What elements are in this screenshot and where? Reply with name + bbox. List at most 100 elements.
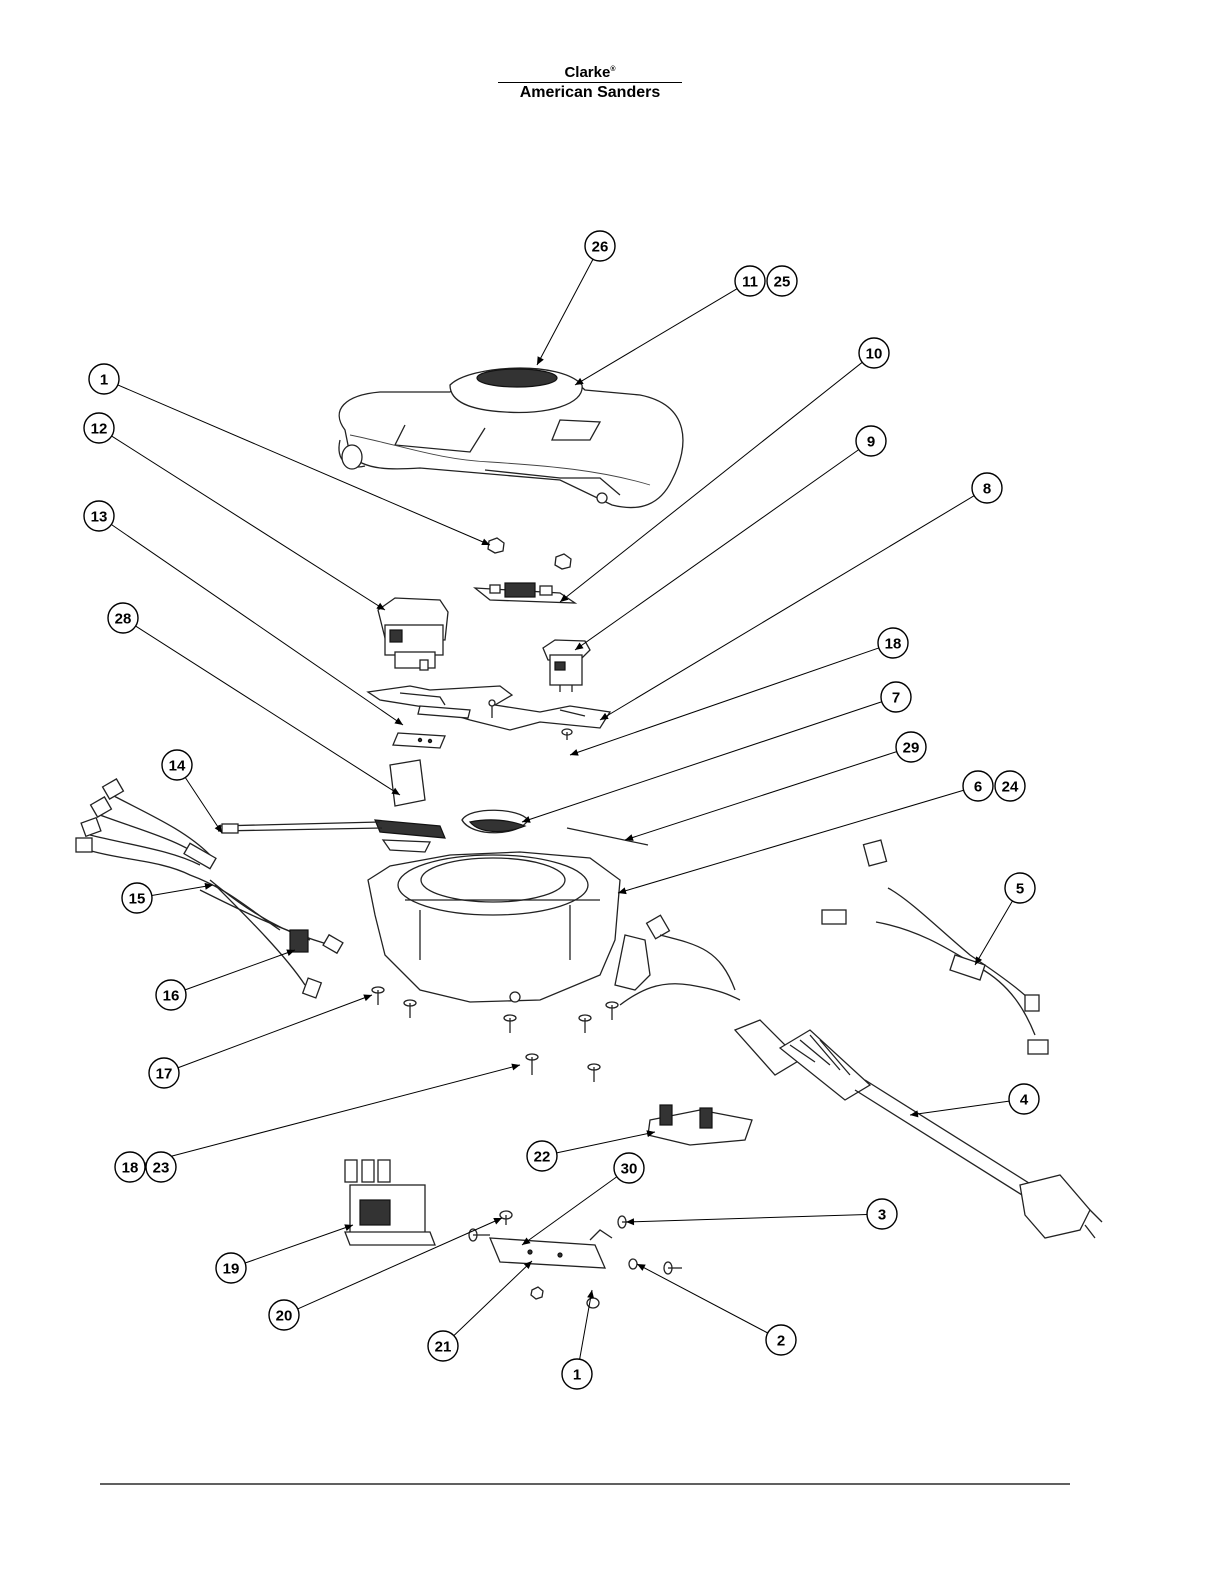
callout-label: 1 — [100, 372, 108, 389]
leader-arrowhead-c3 — [626, 1218, 634, 1225]
part-screw-small-18 — [562, 729, 572, 740]
part-connector-pigtail-5 — [822, 840, 1048, 1054]
callout-label: 9 — [867, 434, 875, 451]
callout-label: 18 — [885, 636, 902, 653]
callout-label: 29 — [903, 740, 920, 757]
callout-c29: 29 — [896, 732, 926, 762]
callout-label: 6 — [974, 779, 982, 796]
part-main-switch — [378, 598, 448, 670]
leader-line-c3 — [626, 1214, 867, 1222]
leader-arrowhead-c13 — [394, 718, 403, 725]
callout-c23: 23 — [146, 1152, 176, 1182]
leader-arrowhead-c17 — [363, 995, 372, 1002]
leader-line-c15 — [152, 885, 213, 895]
callout-label: 2 — [777, 1333, 785, 1350]
callout-c12: 12 — [84, 413, 114, 443]
leader-line-c11 — [575, 289, 737, 385]
part-sensor-cable-14 — [218, 822, 382, 833]
leader-arrowhead-c18a — [570, 749, 579, 756]
part-top-cover-handle — [339, 368, 683, 507]
callout-label: 20 — [276, 1308, 293, 1325]
callout-label: 12 — [91, 421, 108, 438]
part-wiring-harness-15 — [76, 779, 343, 998]
leader-line-c30 — [522, 1177, 617, 1245]
callout-c13: 13 — [84, 501, 114, 531]
callout-c30: 30 — [614, 1153, 644, 1183]
leader-line-c14 — [185, 778, 222, 833]
callout-c19: 19 — [216, 1253, 246, 1283]
callout-c1a: 1 — [89, 364, 119, 394]
leader-line-c21 — [454, 1261, 532, 1336]
callout-label: 21 — [435, 1339, 452, 1356]
callout-label: 22 — [534, 1149, 551, 1166]
part-mounting-plate — [368, 686, 610, 730]
leader-line-c17 — [178, 995, 372, 1068]
callout-label: 23 — [153, 1160, 170, 1177]
part-knob-7 — [462, 810, 528, 833]
callout-c15: 15 — [122, 883, 152, 913]
leader-arrowhead-c16 — [286, 949, 295, 956]
part-screws-18-23 — [526, 1054, 600, 1082]
callout-c4: 4 — [1009, 1084, 1039, 1114]
leader-line-c2 — [637, 1264, 768, 1333]
leader-line-c13 — [111, 524, 403, 725]
callout-c20: 20 — [269, 1300, 299, 1330]
callout-label: 10 — [866, 346, 883, 363]
callout-label: 11 — [742, 274, 758, 291]
callout-label: 24 — [1002, 779, 1019, 796]
callout-label: 30 — [621, 1161, 638, 1178]
callout-label: 1 — [573, 1367, 581, 1384]
callout-c7: 7 — [881, 682, 911, 712]
callout-c18b: 18 — [115, 1152, 145, 1182]
callout-label: 16 — [163, 988, 180, 1005]
leader-line-c26 — [537, 259, 593, 365]
callout-c16: 16 — [156, 980, 186, 1010]
part-insulator-13 — [393, 733, 445, 748]
callout-c9: 9 — [856, 426, 886, 456]
leader-line-c4 — [910, 1101, 1009, 1115]
leader-line-c1b — [580, 1290, 592, 1359]
leader-line-c18a — [570, 648, 879, 755]
leader-arrowhead-c18b — [511, 1064, 520, 1071]
callout-label: 25 — [774, 274, 791, 291]
leader-line-c22 — [557, 1132, 655, 1153]
callout-label: 3 — [878, 1207, 886, 1224]
callout-label: 18 — [122, 1160, 139, 1177]
callout-c24: 24 — [995, 771, 1025, 801]
callout-c26: 26 — [585, 231, 615, 261]
callout-label: 13 — [91, 509, 108, 526]
callout-label: 8 — [983, 481, 991, 498]
leader-line-c5 — [975, 901, 1012, 965]
part-power-cord-4 — [620, 915, 1102, 1238]
leader-line-c16 — [185, 950, 295, 990]
callout-label: 19 — [223, 1261, 240, 1278]
leader-arrowhead-c29 — [625, 834, 634, 841]
part-transformer-19 — [345, 1160, 435, 1245]
callout-label: 26 — [592, 239, 609, 256]
callout-c17: 17 — [149, 1058, 179, 1088]
callout-c10: 10 — [859, 338, 889, 368]
leader-line-c29 — [625, 752, 897, 840]
part-bracket-30 — [490, 1230, 612, 1268]
leader-arrowhead-c1b — [587, 1290, 594, 1298]
callout-c5: 5 — [1005, 873, 1035, 903]
callout-c6: 6 — [963, 771, 993, 801]
callout-c28: 28 — [108, 603, 138, 633]
callout-label: 4 — [1020, 1092, 1029, 1109]
callout-c21: 21 — [428, 1331, 458, 1361]
part-circuit-board — [475, 583, 575, 603]
callout-label: 28 — [115, 611, 132, 628]
part-nuts-top — [488, 538, 571, 569]
part-motor-housing-6 — [368, 852, 650, 1002]
callout-c25: 25 — [767, 266, 797, 296]
leader-line-c19 — [245, 1225, 353, 1263]
callout-label: 15 — [129, 891, 146, 908]
callout-c18a: 18 — [878, 628, 908, 658]
callout-c3: 3 — [867, 1199, 897, 1229]
leader-line-c8 — [600, 496, 974, 720]
leader-line-c18b — [145, 1065, 520, 1163]
callout-label: 5 — [1016, 881, 1024, 898]
callout-label: 17 — [156, 1066, 173, 1083]
callout-c8: 8 — [972, 473, 1002, 503]
